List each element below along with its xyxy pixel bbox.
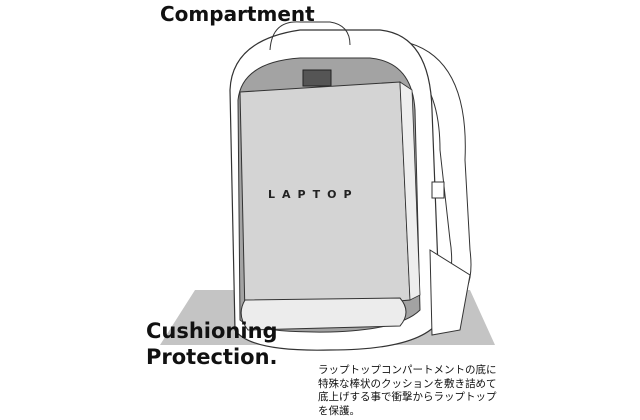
cushion-tube: [240, 297, 407, 331]
tag: [302, 69, 332, 87]
top-handle: [269, 21, 351, 51]
description-line: を保護。: [318, 404, 360, 417]
description-line: 底上げする事で衝撃からラップトップ: [318, 391, 497, 403]
cushion-title-line: Cushioning: [146, 319, 278, 343]
description-line: 特殊な棒状のクッションを敷き詰めて: [318, 377, 497, 390]
compartment-title: Compartment: [160, 2, 315, 26]
cushion-title-line: Protection.: [146, 345, 278, 369]
description: ラップトップコンパートメントの底に 特殊な棒状のクッションを敷き詰めて 底上げす…: [318, 364, 518, 418]
side-pocket: [429, 249, 471, 336]
laptop-side: [399, 81, 421, 301]
laptop-label: LAPTOP: [268, 188, 359, 201]
cushion-title: Cushioning Protection.: [146, 318, 278, 370]
strap-buckle: [431, 181, 445, 199]
description-line: ラップトップコンパートメントの底に: [318, 364, 497, 376]
